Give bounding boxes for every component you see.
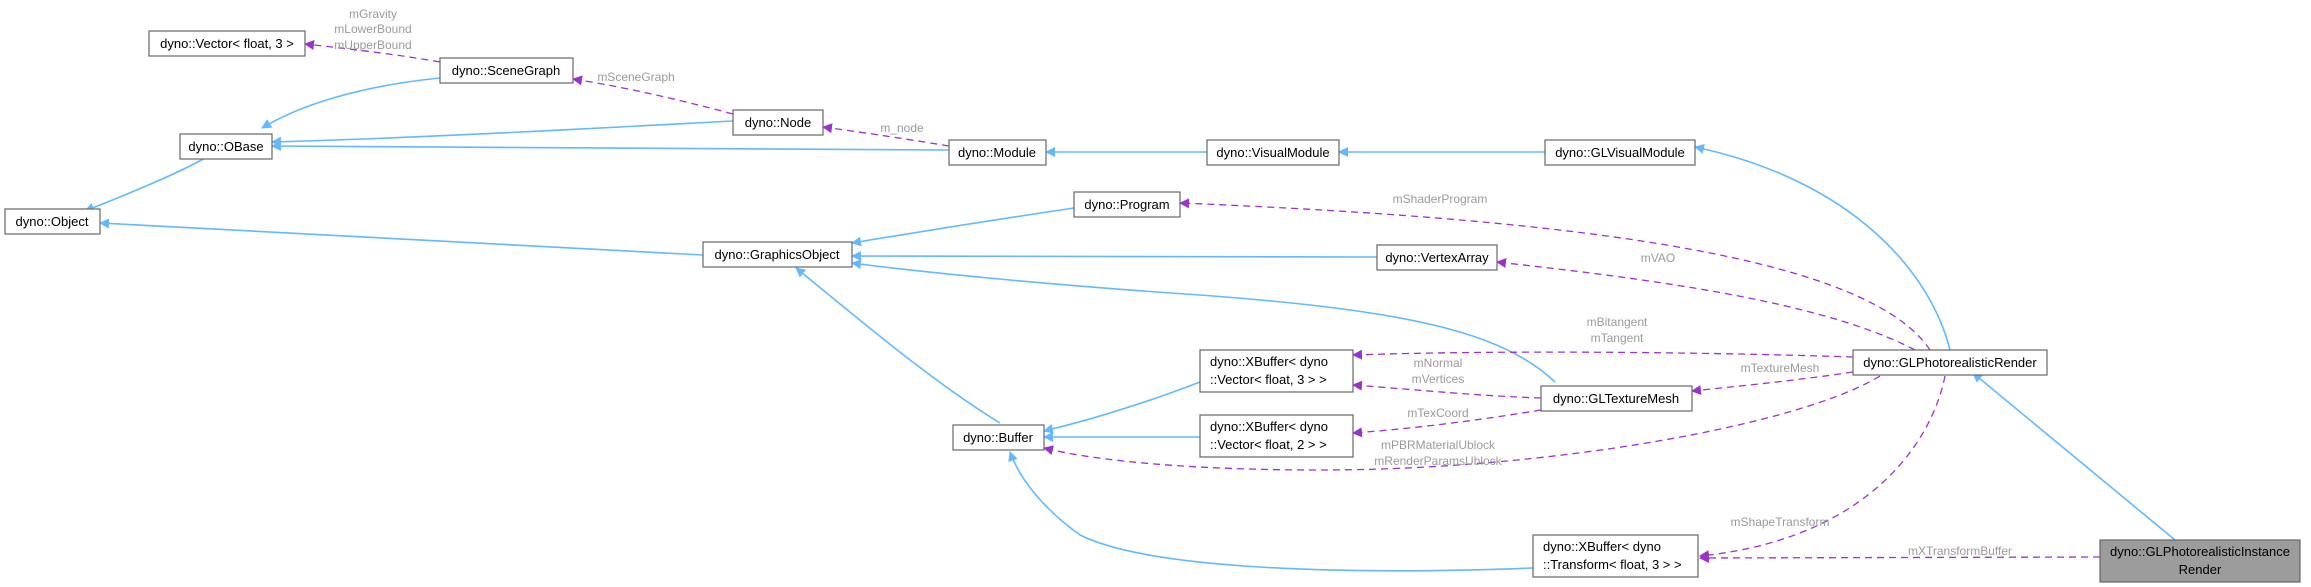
svg-text:dyno::Vector< float, 3 >: dyno::Vector< float, 3 >: [160, 36, 294, 51]
class-node-buffer[interactable]: dyno::Buffer: [952, 424, 1045, 451]
class-node-obase[interactable]: dyno::OBase: [179, 133, 273, 160]
svg-text:dyno::Buffer: dyno::Buffer: [963, 430, 1034, 445]
class-node-object[interactable]: dyno::Object: [4, 208, 101, 235]
class-node-gltexturemesh[interactable]: dyno::GLTextureMesh: [1540, 385, 1693, 412]
edge-glrender-to-glvisualmodule: [1694, 143, 1951, 351]
svg-text:dyno::GLVisualModule: dyno::GLVisualModule: [1555, 145, 1685, 160]
svg-text:::Vector< float, 3 > >: ::Vector< float, 3 > >: [1210, 372, 1327, 387]
label-normal: mNormal: [1414, 356, 1463, 370]
svg-text:dyno::Program: dyno::Program: [1084, 197, 1169, 212]
svg-text:dyno::XBuffer< dyno: dyno::XBuffer< dyno: [1210, 354, 1328, 369]
svg-text:dyno::GLPhotorealisticRender: dyno::GLPhotorealisticRender: [1863, 355, 2037, 370]
class-node-scenegraph[interactable]: dyno::SceneGraph: [439, 57, 574, 84]
edge-xbuffervec3-to-buffer: [1043, 381, 1201, 434]
label-upperbound: mUpperBound: [334, 38, 411, 52]
label-gravity: mGravity: [349, 7, 397, 21]
class-node-vertexarray[interactable]: dyno::VertexArray: [1376, 244, 1498, 271]
class-node-module[interactable]: dyno::Module: [948, 139, 1047, 166]
usage-edges: [304, 40, 2101, 563]
label-bitangent: mBitangent: [1587, 315, 1648, 329]
edge-glinstance-to-glrender: [1972, 372, 2176, 541]
class-node-glphotorealisticinstancerender[interactable]: dyno::GLPhotorealisticInstance Render: [2099, 539, 2301, 583]
svg-text:dyno::Module: dyno::Module: [958, 145, 1036, 160]
label-shapetransform: mShapeTransform: [1731, 515, 1830, 529]
class-node-xbuffer-transform[interactable]: dyno::XBuffer< dyno ::Transform< float, …: [1532, 534, 1699, 578]
edge-gltexturemesh-to-graphicsobject: [851, 259, 1556, 383]
svg-text:Render: Render: [2179, 562, 2222, 577]
class-node-visualmodule[interactable]: dyno::VisualModule: [1206, 139, 1340, 166]
class-node-glphotorealisticrender[interactable]: dyno::GLPhotorealisticRender: [1852, 349, 2048, 376]
svg-text:dyno::SceneGraph: dyno::SceneGraph: [452, 63, 560, 78]
edge-node-to-scenegraph: [572, 75, 734, 115]
svg-text:dyno::GLTextureMesh: dyno::GLTextureMesh: [1553, 391, 1679, 406]
class-node-xbuffer-vec2[interactable]: dyno::XBuffer< dyno ::Vector< float, 2 >…: [1199, 414, 1354, 458]
edge-glrender-to-xbuffervec3: [1352, 349, 1854, 360]
label-tangent: mTangent: [1591, 331, 1644, 345]
label-lowerbound: mLowerBound: [334, 22, 411, 36]
edge-glrender-to-gltexturemesh: [1691, 371, 1854, 396]
svg-text:dyno::Node: dyno::Node: [745, 115, 812, 130]
edge-node-to-obase: [271, 120, 734, 147]
edge-graphicsobject-to-object: [99, 218, 704, 256]
svg-text:dyno::XBuffer< dyno: dyno::XBuffer< dyno: [1210, 419, 1328, 434]
svg-text:dyno::Object: dyno::Object: [16, 214, 89, 229]
edge-scenegraph-to-vector: [304, 40, 441, 63]
label-texturemesh: mTextureMesh: [1741, 361, 1820, 375]
edge-scenegraph-to-obase: [261, 77, 441, 129]
label-xtransformbuffer: mXTransformBuffer: [1908, 544, 2012, 558]
class-node-program[interactable]: dyno::Program: [1073, 191, 1181, 218]
edge-obase-to-object: [84, 157, 206, 213]
svg-text:dyno::VisualModule: dyno::VisualModule: [1216, 145, 1329, 160]
label-texcoord: mTexCoord: [1407, 406, 1468, 420]
label-shaderprogram: mShaderProgram: [1393, 192, 1488, 206]
label-vao: mVAO: [1641, 251, 1675, 265]
label-renderparams: mRenderParamsUblock: [1374, 454, 1502, 468]
svg-text:dyno::OBase: dyno::OBase: [188, 139, 263, 154]
edge-xbuffertransform-to-buffer: [1008, 451, 1534, 572]
edge-glrender-to-xbuffertransform: [1699, 375, 1946, 561]
svg-text:dyno::GLPhotorealisticInstance: dyno::GLPhotorealisticInstance: [2110, 544, 2290, 559]
edge-labels: mGravity mLowerBound mUpperBound mSceneG…: [334, 7, 2012, 558]
inheritance-edges: [84, 77, 2176, 572]
class-node-xbuffer-vec3[interactable]: dyno::XBuffer< dyno ::Vector< float, 3 >…: [1199, 349, 1354, 393]
edge-module-to-obase: [271, 141, 950, 152]
edge-gltexturemesh-to-xbuffervec3: [1352, 380, 1542, 399]
svg-text:::Vector< float, 2 > >: ::Vector< float, 2 > >: [1210, 437, 1327, 452]
edge-buffer-to-graphicsobject: [795, 267, 1001, 424]
svg-text:::Transform< float, 3 > >: ::Transform< float, 3 > >: [1543, 557, 1682, 572]
edge-program-to-graphicsobject: [851, 207, 1075, 247]
edge-glinstance-to-xbuffertransform: [1699, 552, 2101, 563]
svg-text:dyno::VertexArray: dyno::VertexArray: [1385, 250, 1489, 265]
label-pbrmaterial: mPBRMaterialUblock: [1381, 438, 1496, 452]
svg-text:dyno::GraphicsObject: dyno::GraphicsObject: [714, 247, 839, 262]
class-node-node[interactable]: dyno::Node: [732, 109, 824, 136]
edge-module-to-node: [822, 123, 950, 147]
label-vertices: mVertices: [1412, 372, 1465, 386]
edge-vertexarray-to-graphicsobject: [851, 251, 1378, 262]
class-node-vector-float3[interactable]: dyno::Vector< float, 3 >: [148, 30, 306, 57]
class-node-glvisualmodule[interactable]: dyno::GLVisualModule: [1544, 139, 1696, 166]
edge-glrender-to-program: [1179, 198, 1931, 351]
class-node-graphicsobject[interactable]: dyno::GraphicsObject: [702, 241, 853, 268]
label-scenegraph: mSceneGraph: [597, 70, 674, 84]
svg-text:dyno::XBuffer< dyno: dyno::XBuffer< dyno: [1543, 539, 1661, 554]
label-node: m_node: [880, 121, 924, 135]
edge-glrender-to-vertexarray: [1496, 258, 1916, 351]
